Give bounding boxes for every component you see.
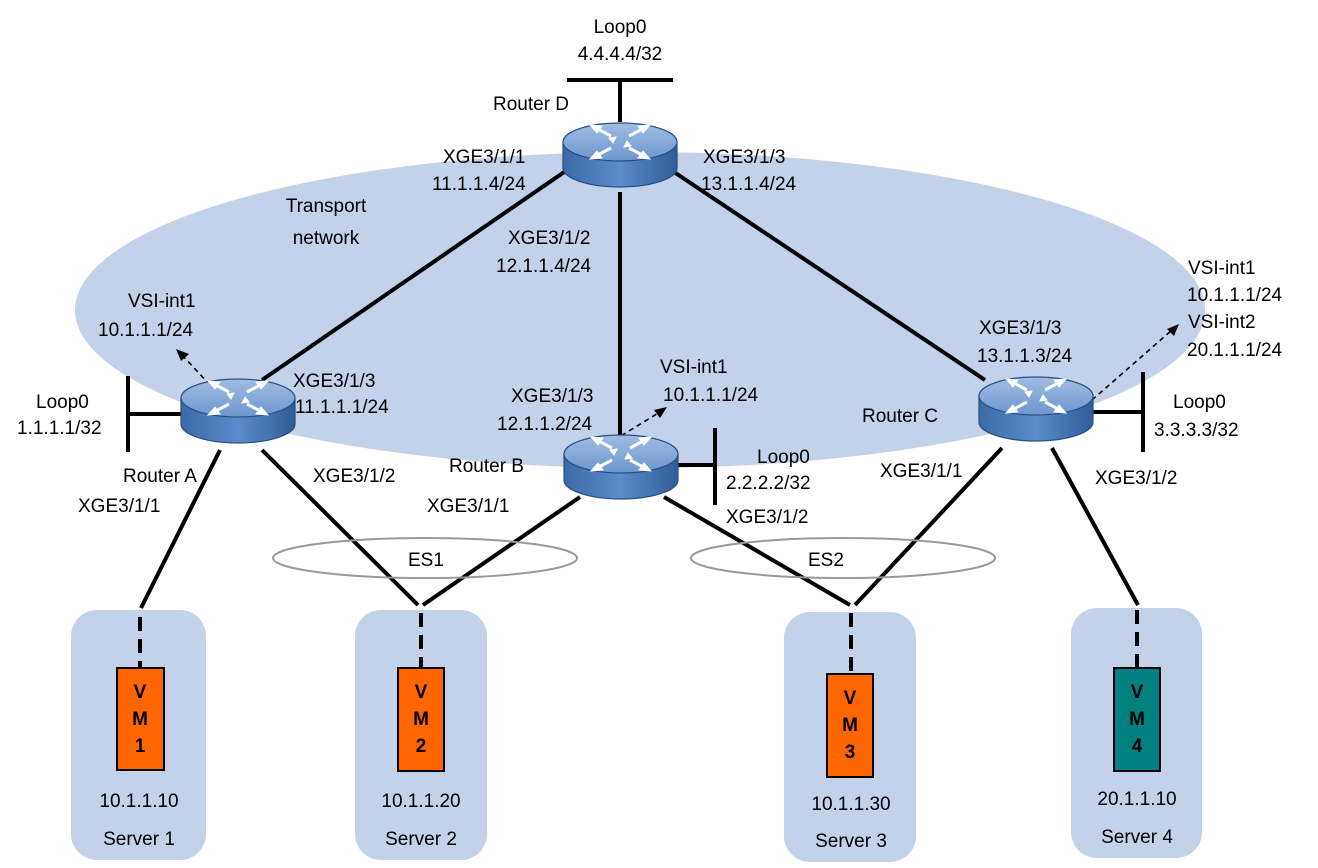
router-a-ip-d: 11.1.1.1/24 bbox=[295, 397, 389, 418]
router-b-loop-title: Loop0 bbox=[757, 447, 810, 468]
vm-1-letter-m: M bbox=[132, 709, 148, 730]
link-d-a bbox=[260, 166, 572, 382]
router-b-vsi: VSI-int1 bbox=[660, 357, 728, 378]
router-a-vsi: VSI-int1 bbox=[128, 291, 196, 312]
router-d-ip-c: 13.1.1.4/24 bbox=[701, 174, 797, 195]
vsi-arrowhead-b bbox=[654, 407, 667, 418]
router-a-if-s2: XGE3/1/2 bbox=[313, 466, 395, 487]
es2-label: ES2 bbox=[808, 550, 844, 571]
router-c-loop-title: Loop0 bbox=[1173, 392, 1226, 413]
link-d-c bbox=[666, 166, 987, 382]
vm-1-letter-v: V bbox=[134, 682, 147, 703]
router-c-vsi2-ip: 20.1.1.1/24 bbox=[1187, 340, 1283, 361]
router-c-name: Router C bbox=[862, 406, 938, 427]
router-c-vsi1: VSI-int1 bbox=[1188, 258, 1256, 279]
vsi-arrowhead-a bbox=[176, 349, 189, 361]
router-c-if-s4: XGE3/1/2 bbox=[1095, 468, 1177, 489]
server-2-name: Server 2 bbox=[385, 829, 457, 850]
server-3-ip: 10.1.1.30 bbox=[811, 794, 890, 815]
link-a-s2 bbox=[260, 448, 420, 607]
vsi-arrow-a bbox=[181, 354, 211, 386]
router-d-icon[interactable] bbox=[561, 121, 679, 189]
vm-1[interactable] bbox=[116, 667, 165, 771]
router-b-icon[interactable] bbox=[562, 433, 680, 501]
router-b-vsi-ip: 10.1.1.1/24 bbox=[663, 385, 759, 406]
vm-3-letter-v: V bbox=[844, 688, 857, 709]
router-a-name: Router A bbox=[123, 466, 197, 487]
link-b-s3 bbox=[662, 495, 852, 607]
transport-network-area bbox=[75, 152, 1205, 468]
router-c-loop-ip: 3.3.3.3/32 bbox=[1154, 420, 1239, 441]
vm-2-letter-v: V bbox=[415, 682, 428, 703]
vm-2[interactable] bbox=[397, 667, 445, 772]
router-b-if-s2: XGE3/1/1 bbox=[427, 496, 509, 517]
router-a-loop-title: Loop0 bbox=[36, 392, 89, 413]
link-c-s3 bbox=[853, 446, 1004, 607]
vsi-arrowhead-c bbox=[1167, 324, 1179, 336]
router-d-if-c: XGE3/1/3 bbox=[703, 147, 785, 168]
router-d-loop-ip: 4.4.4.4/32 bbox=[578, 44, 663, 65]
vm-3-number: 3 bbox=[845, 742, 856, 763]
es1-label: ES1 bbox=[408, 550, 444, 571]
server-2-ip: 10.1.1.20 bbox=[381, 791, 460, 812]
link-a-s1 bbox=[139, 449, 222, 609]
router-a-if-s1: XGE3/1/1 bbox=[78, 496, 160, 517]
link-c-s4 bbox=[1050, 447, 1140, 606]
router-b-loop-ip: 2.2.2.2/32 bbox=[726, 473, 811, 494]
router-a-loop-ip: 1.1.1.1/32 bbox=[17, 418, 102, 439]
vm-4-letter-v: V bbox=[1131, 682, 1144, 703]
router-b-if-s3: XGE3/1/2 bbox=[726, 507, 808, 528]
vm-2-number: 2 bbox=[416, 736, 427, 757]
es1-ring bbox=[272, 537, 578, 579]
router-b-if-d: XGE3/1/3 bbox=[511, 386, 593, 407]
router-d-loop-title: Loop0 bbox=[594, 17, 647, 38]
router-c-icon[interactable] bbox=[977, 375, 1095, 443]
server-4-name: Server 4 bbox=[1101, 827, 1173, 848]
link-b-s2 bbox=[421, 495, 582, 607]
vm-2-letter-m: M bbox=[413, 709, 429, 730]
vm-3[interactable] bbox=[826, 673, 874, 778]
vm-3-letter-m: M bbox=[842, 715, 858, 736]
router-a-icon[interactable] bbox=[179, 377, 297, 445]
router-c-if-d: XGE3/1/3 bbox=[979, 318, 1061, 339]
vm-4-number: 4 bbox=[1132, 736, 1143, 757]
router-a-if-d: XGE3/1/3 bbox=[293, 371, 375, 392]
vm-4-letter-m: M bbox=[1129, 709, 1145, 730]
router-b-name: Router B bbox=[449, 456, 524, 477]
router-d-if-a: XGE3/1/1 bbox=[443, 147, 525, 168]
router-c-vsi2: VSI-int2 bbox=[1188, 312, 1256, 333]
vm-4[interactable] bbox=[1113, 667, 1161, 772]
vm-1-number: 1 bbox=[135, 736, 146, 757]
router-a-vsi-ip: 10.1.1.1/24 bbox=[98, 320, 194, 341]
router-d-name: Router D bbox=[493, 94, 569, 115]
server-4-ip: 20.1.1.10 bbox=[1097, 789, 1176, 810]
server-1-name: Server 1 bbox=[103, 829, 175, 850]
es2-ring bbox=[690, 537, 996, 579]
router-c-vsi1-ip: 10.1.1.1/24 bbox=[1187, 285, 1283, 306]
router-b-ip-d: 12.1.1.2/24 bbox=[497, 414, 593, 435]
router-d-ip-b: 12.1.1.4/24 bbox=[496, 256, 592, 277]
transport-network-label-2: network bbox=[293, 228, 360, 249]
server-1-ip: 10.1.1.10 bbox=[99, 791, 178, 812]
router-c-if-s3: XGE3/1/1 bbox=[880, 461, 962, 482]
router-d-ip-a: 11.1.1.4/24 bbox=[432, 174, 526, 195]
transport-network-label-1: Transport bbox=[286, 196, 367, 217]
router-d-if-b: XGE3/1/2 bbox=[508, 228, 590, 249]
server-3-name: Server 3 bbox=[815, 831, 887, 852]
router-c-ip-d: 13.1.1.3/24 bbox=[977, 346, 1073, 367]
